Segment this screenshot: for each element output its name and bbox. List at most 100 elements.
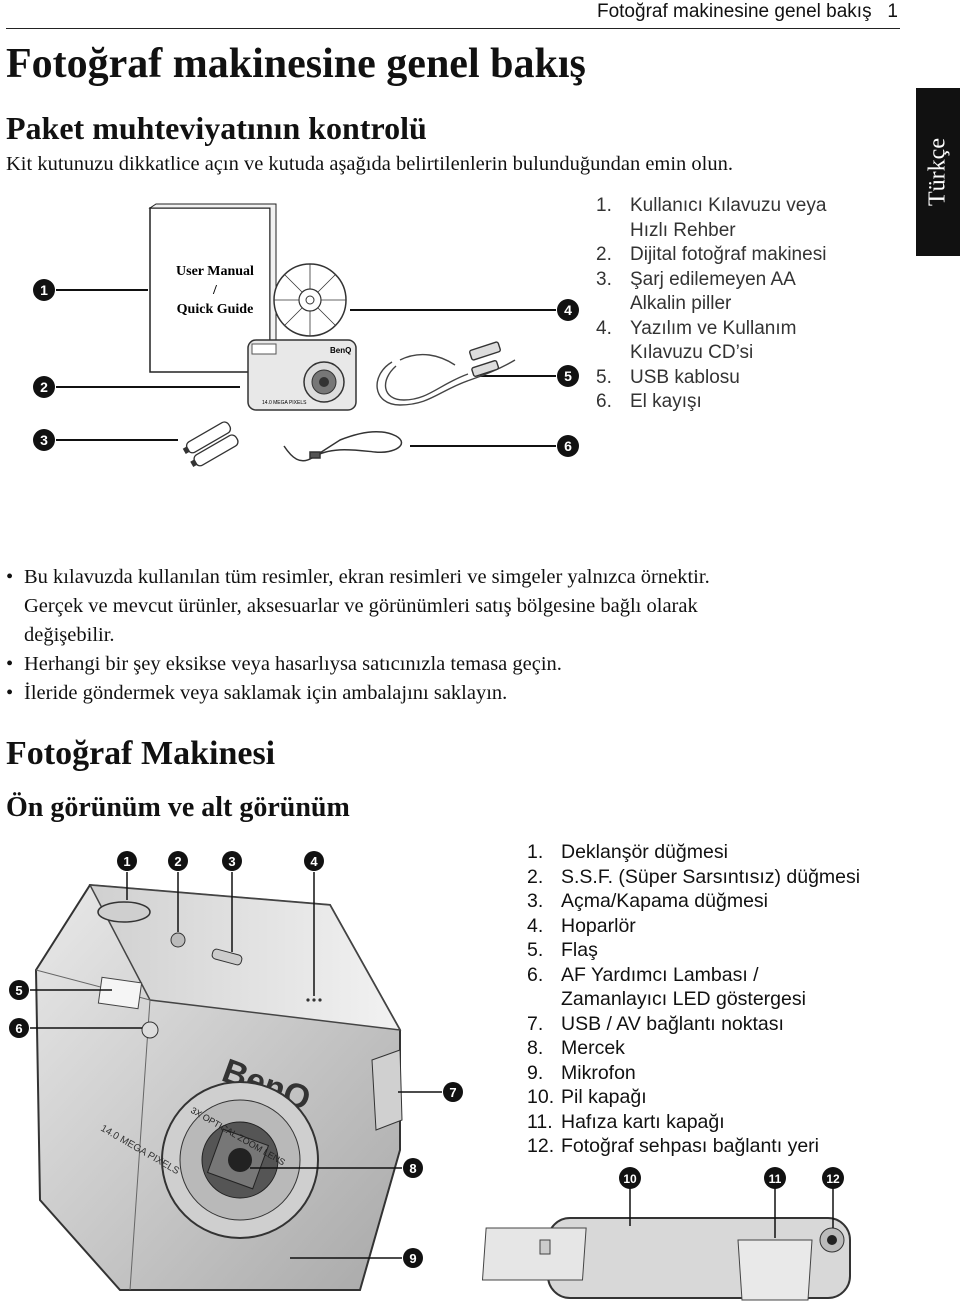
callout-2: 2: [40, 379, 48, 395]
package-item: 2. Dijital fotoğraf makinesi: [596, 243, 896, 268]
note-text: Gerçek ve mevcut ürünler, aksesuarlar ve…: [24, 595, 698, 617]
camera-part-item: 3. Açma/Kapama düğmesi: [527, 889, 927, 914]
callout-front-5: 5: [15, 983, 22, 998]
camera-part-item-text: Hafıza kartı kapağı: [561, 1110, 725, 1133]
package-item-number: 3.: [596, 268, 612, 290]
package-item-number: 1.: [596, 195, 612, 216]
camera-part-item-number: 1.: [527, 841, 544, 863]
package-item-number: 6.: [596, 391, 612, 412]
page-title: Fotoğraf makinesine genel bakış: [6, 41, 586, 87]
callout-bottom-12: 12: [826, 1172, 840, 1186]
camera-bottom-illustration: 10 11 12: [481, 1167, 851, 1301]
callout-front-9: 9: [409, 1251, 416, 1266]
callout-5: 5: [564, 368, 572, 384]
camera-part-item-number: 9.: [527, 1061, 544, 1084]
section-heading: Paket muhteviyatının kontrolü: [6, 110, 427, 146]
camera-part-item-text: Zamanlayıcı LED göstergesi: [561, 988, 806, 1010]
package-item-number: 5.: [596, 366, 612, 388]
package-item-number: 4.: [596, 317, 612, 339]
callout-front-6: 6: [15, 1021, 22, 1036]
camera-part-item: 8. Mercek: [527, 1036, 927, 1061]
language-tab: Türkçe: [916, 88, 960, 256]
usb-cable-illustration: [376, 341, 516, 406]
manual-cover-line1: User Manual: [176, 264, 254, 279]
package-callouts: 1 2 3 4 5 6: [33, 279, 579, 457]
camera-part-item: 1. Deklanşör düğmesi: [527, 840, 927, 865]
camera-part-item: 12. Fotoğraf sehpası bağlantı yeri: [527, 1134, 927, 1159]
camera-part-item: 4. Hoparlör: [527, 914, 927, 939]
camera-heading: Fotoğraf Makinesi: [6, 735, 276, 772]
package-item-text: USB kablosu: [630, 366, 740, 388]
camera-part-item-text: Mercek: [561, 1037, 625, 1059]
camera-part-item-number: 11.: [527, 1110, 553, 1133]
camera-part-item-text: Deklanşör düğmesi: [561, 841, 728, 863]
camera-part-item: 10.Pil kapağı: [527, 1085, 927, 1110]
camera-small-label: 14.0 MEGA PIXELS: [262, 400, 307, 406]
camera-part-item: 5. Flaş: [527, 938, 927, 963]
camera-part-item-text: AF Yardımcı Lambası /: [561, 963, 759, 986]
camera-part-item: 9. Mikrofon: [527, 1061, 927, 1086]
manual-cover-line3: Quick Guide: [177, 302, 254, 317]
callout-front-8: 8: [409, 1161, 416, 1176]
camera-small-brand: BenQ: [330, 346, 351, 355]
camera-parts-list: 1. Deklanşör düğmesi 2. S.S.F. (Süper Sarsı…: [527, 840, 927, 1159]
package-item: 5. USB kablosu: [596, 366, 896, 391]
camera-part-item-number: 4.: [527, 914, 544, 937]
note-text: Herhangi bir şey eksikse veya hasarlıysa…: [24, 653, 562, 675]
camera-part-item-number: 6.: [527, 963, 544, 986]
callout-6: 6: [564, 438, 572, 454]
package-item-text: Kullanıcı Kılavuzu veya: [630, 195, 827, 216]
views-heading: Ön görünüm ve alt görünüm: [6, 792, 350, 823]
wrist-strap-illustration: [283, 430, 403, 462]
note-text: İleride göndermek veya saklamak için amb…: [24, 682, 508, 704]
camera-part-item-number: 3.: [527, 890, 544, 912]
callout-bottom-11: 11: [769, 1172, 782, 1186]
camera-part-item: 7. USB / AV bağlantı noktası: [527, 1012, 927, 1037]
camera-part-item-number: 2.: [527, 865, 544, 888]
callout-front-2: 2: [174, 854, 181, 869]
package-item-text: El kayışı: [630, 391, 702, 412]
camera-part-item-text: Hoparlör: [561, 914, 636, 937]
camera-part-item-number: 7.: [527, 1012, 544, 1035]
camera-part-item-text: Fotoğraf sehpası bağlantı yeri: [561, 1135, 819, 1157]
callout-bottom-10: 10: [623, 1172, 637, 1186]
camera-part-item-text: Açma/Kapama düğmesi: [561, 890, 769, 912]
camera-part-item-number: 8.: [527, 1037, 544, 1059]
note-item: Bu kılavuzda kullanılan tüm resimler, ek…: [6, 563, 906, 650]
camera-part-item: 6. AF Yardımcı Lambası /Zamanlayıcı LED g…: [527, 963, 927, 1012]
note-item: İleride göndermek veya saklamak için amb…: [6, 679, 906, 708]
callout-3: 3: [40, 432, 48, 448]
note-text: değişebilir.: [24, 624, 115, 646]
batteries-illustration: [182, 421, 239, 467]
package-item-text: Yazılım ve Kullanım: [630, 317, 797, 339]
camera-part-item-number: 5.: [527, 939, 544, 961]
cd-illustration: [273, 263, 347, 337]
camera-part-item-text: Flaş: [561, 939, 598, 961]
callout-front-3: 3: [228, 854, 235, 869]
note-text: Bu kılavuzda kullanılan tüm resimler, ek…: [24, 566, 710, 588]
note-item: Herhangi bir şey eksikse veya hasarlıysa…: [6, 650, 906, 679]
callout-front-4: 4: [310, 854, 318, 869]
package-item-text: Kılavuzu CD’si: [630, 342, 754, 363]
camera-part-item-text: USB / AV bağlantı noktası: [561, 1012, 784, 1035]
package-item-text: Dijital fotoğraf makinesi: [630, 244, 827, 265]
package-item-number: 2.: [596, 244, 612, 265]
camera-small-illustration: BenQ 14.0 MEGA PIXELS: [247, 339, 357, 411]
camera-part-item-text: Mikrofon: [561, 1061, 636, 1084]
camera-part-item-text: S.S.F. (Süper Sarsıntısız) düğmesi: [561, 865, 861, 888]
intro-paragraph: Kit kutunuzu dikkatlice açın ve kutuda a…: [6, 153, 733, 175]
camera-part-item-number: 12.: [527, 1135, 555, 1157]
package-item-text: Şarj edilemeyen AA: [630, 268, 796, 290]
running-head: Fotoğraf makinesine genel bakış 1: [596, 1, 898, 22]
header-rule: [6, 28, 900, 29]
package-item: 6. El kayışı: [596, 390, 896, 415]
callout-4: 4: [564, 302, 572, 318]
callout-front-1: 1: [123, 854, 130, 869]
manual-cover-line2: /: [212, 283, 218, 298]
